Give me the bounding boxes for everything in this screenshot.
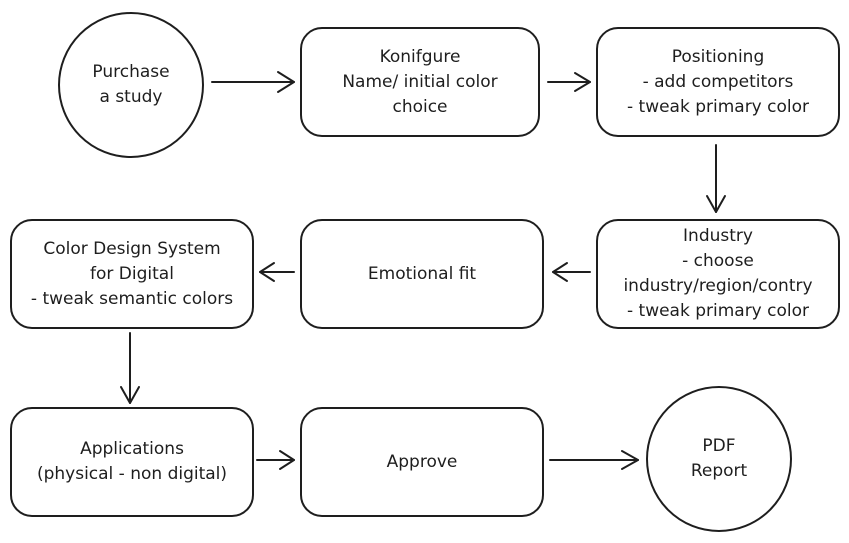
node-emotional: Emotional fit bbox=[300, 219, 544, 329]
node-konfigure-label: Konifgure Name/ initial color choice bbox=[342, 45, 497, 120]
node-label-line: Color Design System bbox=[43, 238, 221, 259]
node-colordesign: Color Design System for Digital - tweak … bbox=[10, 219, 254, 329]
edge-emotional-to-colordesign-arrowhead bbox=[259, 262, 275, 282]
node-label-line: Positioning bbox=[671, 46, 765, 67]
node-purchase-label: Purchase a study bbox=[92, 60, 169, 110]
edge-industry-to-emotional-arrowhead bbox=[552, 262, 568, 282]
node-label-line: for Digital bbox=[90, 263, 174, 284]
node-label-line: Approve bbox=[386, 451, 458, 472]
node-label-line: Konifgure bbox=[379, 46, 461, 67]
edge-applications-to-approve-arrowhead bbox=[279, 450, 295, 470]
node-label-line: - tweak primary color bbox=[626, 96, 810, 117]
node-label-line: Emotional fit bbox=[367, 263, 477, 284]
node-label-line: PDF bbox=[702, 436, 736, 456]
node-konfigure: Konifgure Name/ initial color choice bbox=[300, 27, 540, 137]
node-label-line: Report bbox=[690, 461, 748, 481]
node-label-line: a study bbox=[99, 87, 163, 107]
edge-colordesign-to-applications-arrowhead bbox=[120, 386, 140, 404]
node-positioning-label: Positioning - add competitors - tweak pr… bbox=[627, 45, 809, 120]
node-label-line: Purchase bbox=[92, 62, 170, 82]
node-label-line: choice bbox=[392, 96, 448, 117]
node-label-line: industry/region/contry bbox=[623, 276, 813, 296]
node-pdf-label: PDF Report bbox=[691, 434, 747, 484]
node-label-line: - choose bbox=[682, 251, 754, 271]
node-purchase: Purchase a study bbox=[58, 12, 204, 158]
node-label-line: Name/ initial color bbox=[342, 71, 498, 92]
node-colordesign-label: Color Design System for Digital - tweak … bbox=[31, 237, 233, 312]
edge-konfigure-to-positioning-arrowhead bbox=[574, 72, 591, 92]
edge-purchase-to-konfigure-arrowhead bbox=[277, 71, 295, 93]
edge-positioning-to-industry-arrowhead bbox=[706, 195, 726, 213]
node-approve: Approve bbox=[300, 407, 544, 517]
node-industry-label: Industry - choose industry/region/contry… bbox=[623, 224, 812, 324]
node-approve-label: Approve bbox=[387, 450, 458, 475]
node-label-line: Applications bbox=[80, 439, 184, 459]
edge-approve-to-pdf-arrowhead bbox=[621, 450, 639, 470]
node-label-line: - add competitors bbox=[642, 71, 794, 92]
node-label-line: - tweak primary color bbox=[626, 301, 810, 321]
node-applications: Applications (physical - non digital) bbox=[10, 407, 254, 517]
node-label-line: (physical - non digital) bbox=[36, 464, 228, 484]
node-pdf: PDF Report bbox=[646, 386, 792, 532]
node-positioning: Positioning - add competitors - tweak pr… bbox=[596, 27, 840, 137]
node-label-line: - tweak semantic colors bbox=[30, 288, 234, 309]
node-emotional-label: Emotional fit bbox=[368, 262, 476, 287]
node-industry: Industry - choose industry/region/contry… bbox=[596, 219, 840, 329]
node-label-line: Industry bbox=[683, 226, 753, 246]
node-applications-label: Applications (physical - non digital) bbox=[37, 437, 227, 487]
